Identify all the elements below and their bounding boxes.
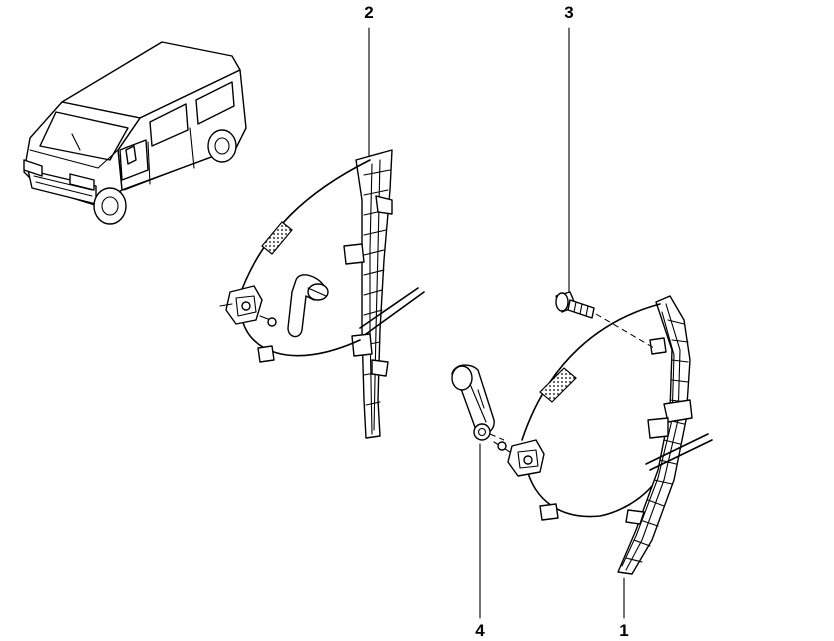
callout-label-3: 3 <box>564 3 573 22</box>
leader-lines <box>368 27 625 619</box>
callout-label-1: 1 <box>619 621 628 640</box>
bolt-part <box>555 291 655 349</box>
callout-label-2: 2 <box>364 3 373 22</box>
window-regulator-right <box>493 295 713 575</box>
crank-handle-part <box>451 364 505 441</box>
van-illustration <box>23 41 247 225</box>
callout-label-4: 4 <box>475 621 485 640</box>
window-regulator-left <box>219 149 425 439</box>
